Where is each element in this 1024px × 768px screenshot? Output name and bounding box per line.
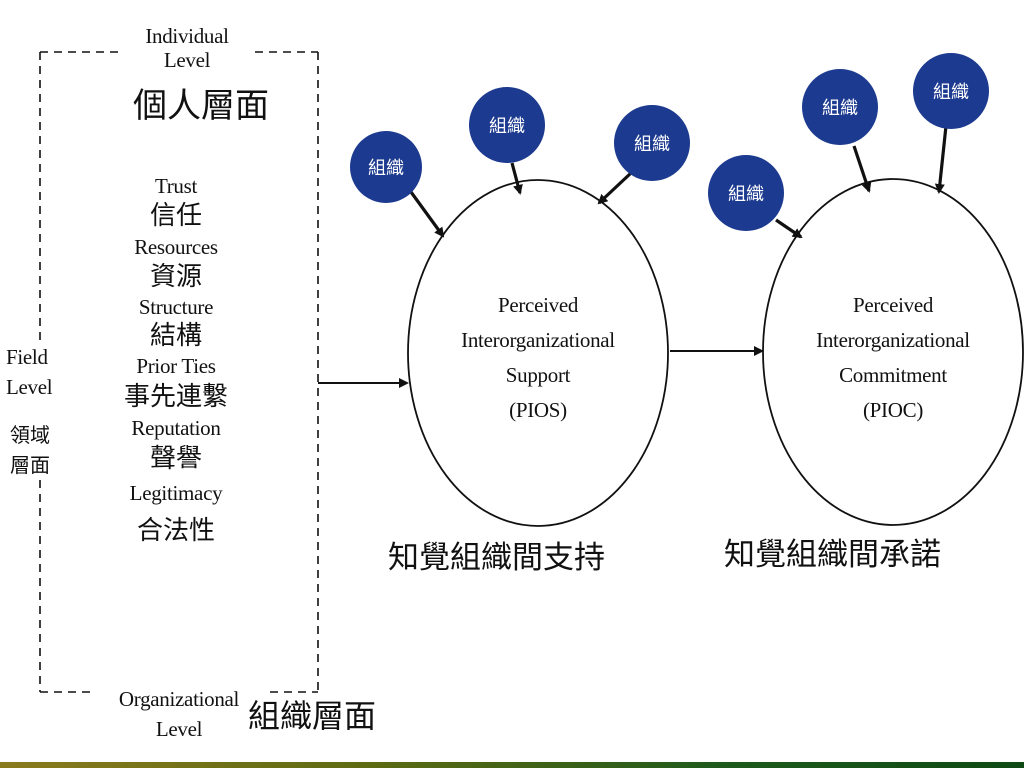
svg-text:組織: 組織 bbox=[822, 98, 858, 119]
pioc-line1: Perceived bbox=[852, 293, 934, 317]
factor-trust-zh: 信任 bbox=[149, 201, 202, 231]
factor-reputation-zh: 聲譽 bbox=[149, 444, 202, 474]
bubble-arrow-2 bbox=[510, 162, 523, 195]
pioc-line3: Commitment bbox=[839, 363, 947, 387]
bubble-arrow-5 bbox=[852, 145, 872, 193]
individual-level-zh: 個人層面 bbox=[133, 86, 269, 126]
pios-label: Perceived Interorganizational Support (P… bbox=[448, 288, 628, 428]
pioc-line2: Interorganizational bbox=[816, 328, 970, 352]
organizational-level-en-line1: Organizational bbox=[118, 687, 240, 711]
pioc-label: Perceived Interorganizational Commitment… bbox=[801, 288, 985, 428]
svg-text:組織: 組織 bbox=[489, 116, 525, 137]
factor-structure-en: Structure bbox=[138, 295, 214, 319]
field-level-zh-line1: 領域 bbox=[10, 423, 50, 447]
individual-level-label: Individual Level bbox=[118, 24, 256, 72]
factor-resources-zh: 資源 bbox=[149, 262, 202, 292]
field-level-label: Field Level bbox=[6, 342, 60, 402]
factor-legitimacy-zh: 合法性 bbox=[136, 516, 215, 546]
bubble-arrows bbox=[409, 125, 948, 239]
pios-line3: Support bbox=[505, 363, 571, 387]
org-bubble-2: 組織 bbox=[469, 87, 545, 163]
factors-list: Trust 信任 Resources 資源 Structure 結構 Prior… bbox=[88, 173, 264, 551]
pioc-line4: (PIOC) bbox=[862, 398, 924, 422]
organizational-level-label: Organizational Level bbox=[104, 684, 254, 744]
bubble-arrow-3 bbox=[597, 171, 633, 205]
pioc-zh-caption: 知覺組織間承諾 bbox=[724, 537, 941, 573]
factor-prior-ties-zh: 事先連繫 bbox=[123, 382, 228, 412]
svg-text:組織: 組織 bbox=[933, 82, 969, 103]
pios-ellipse bbox=[407, 179, 669, 527]
factor-reputation-en: Reputation bbox=[131, 416, 221, 440]
field-level-en-line2: Level bbox=[6, 375, 53, 399]
pios-line4: (PIOS) bbox=[509, 398, 567, 422]
org-bubble-4: 組織 bbox=[708, 155, 784, 231]
individual-level-en-line2: Level bbox=[163, 48, 211, 72]
factor-structure-zh: 結構 bbox=[149, 321, 202, 351]
svg-text:組織: 組織 bbox=[728, 184, 764, 205]
field-level-zh: 領域 層面 bbox=[10, 420, 70, 480]
pios-zh-caption: 知覺組織間支持 bbox=[388, 540, 605, 576]
pios-line2: Interorganizational bbox=[461, 328, 615, 352]
org-bubble-1: 組織 bbox=[350, 131, 422, 203]
dashed-bracket bbox=[39, 51, 319, 693]
individual-level-en-line1: Individual bbox=[145, 24, 229, 48]
bubble-arrow-1 bbox=[409, 191, 445, 238]
svg-text:組織: 組織 bbox=[368, 158, 404, 179]
bubble-arrow-6 bbox=[934, 125, 948, 194]
svg-text:組織: 組織 bbox=[634, 134, 670, 155]
org-bubble-5: 組織 bbox=[802, 69, 878, 145]
factor-resources-en: Resources bbox=[134, 235, 218, 259]
pios-line1: Perceived bbox=[497, 293, 579, 317]
org-bubble-6: 組織 bbox=[913, 53, 989, 129]
bubble-arrow-4 bbox=[775, 218, 803, 239]
org-bubble-3: 組織 bbox=[614, 105, 690, 181]
organizational-level-en-line2: Level bbox=[155, 717, 203, 741]
field-level-zh-line2: 層面 bbox=[10, 453, 50, 477]
factor-prior-ties-en: Prior Ties bbox=[136, 354, 216, 378]
organizational-level-zh: 組織層面 bbox=[248, 697, 377, 735]
factor-trust-en: Trust bbox=[154, 174, 198, 198]
factor-legitimacy-en: Legitimacy bbox=[129, 481, 223, 505]
footer-bar bbox=[0, 762, 1024, 768]
field-level-en-line1: Field bbox=[6, 345, 48, 369]
